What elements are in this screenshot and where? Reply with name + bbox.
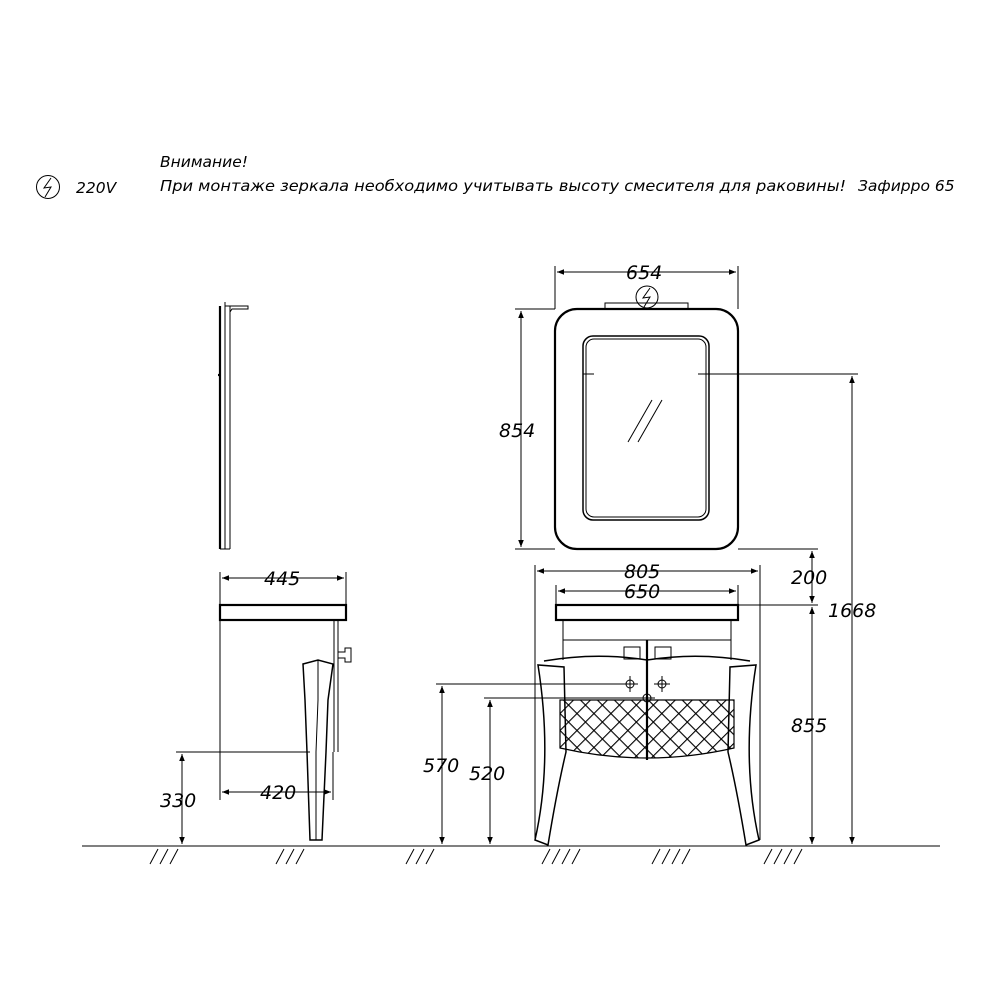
dim-445-label: 445 <box>264 568 300 590</box>
dim-side-depth: 445 <box>219 568 347 605</box>
dim-side-height: 330 <box>160 751 310 844</box>
dim-1668-label: 1668 <box>828 600 876 622</box>
product-name: Зафирро 65 <box>858 177 955 195</box>
warning-text: При монтаже зеркала необходимо учитывать… <box>160 177 846 195</box>
dim-basin-width: 650 <box>555 581 739 605</box>
dim-cabinet-width: 805 <box>534 561 761 840</box>
dim-420-label: 420 <box>260 782 296 804</box>
dim-570-label: 570 <box>423 755 459 777</box>
dim-650-label: 650 <box>624 581 660 603</box>
dim-outlet-height-2: 520 <box>469 697 647 844</box>
front-view-cabinet <box>534 603 760 847</box>
glass-reflection-icon <box>627 399 663 443</box>
dim-total-height: 1668 <box>700 373 876 844</box>
front-view-mirror <box>553 285 740 551</box>
dim-mirror-gap: 200 <box>738 548 827 606</box>
side-view-mirror <box>218 302 249 550</box>
dim-200-label: 200 <box>791 567 827 589</box>
dim-855-label: 855 <box>791 715 827 737</box>
dim-520-label: 520 <box>469 763 505 785</box>
dim-854-label: 854 <box>499 420 535 442</box>
floor-line <box>82 845 940 865</box>
outlet-cross-2 <box>654 676 670 692</box>
dim-side-legs: 420 <box>219 620 334 804</box>
dim-cabinet-height: 855 <box>791 607 827 844</box>
voltage-label: 220V <box>76 179 118 197</box>
mirror-power-icon <box>635 285 659 309</box>
dim-outlet-height-1: 570 <box>423 683 630 844</box>
dim-mirror-height: 854 <box>499 308 555 550</box>
warning-title: Внимание! <box>160 153 248 171</box>
dim-805-label: 805 <box>624 561 660 583</box>
dim-330-label: 330 <box>160 790 196 812</box>
side-view-cabinet <box>218 603 352 841</box>
power-icon <box>36 175 60 199</box>
dim-654-label: 654 <box>626 262 662 284</box>
dim-mirror-width: 654 <box>554 262 739 309</box>
